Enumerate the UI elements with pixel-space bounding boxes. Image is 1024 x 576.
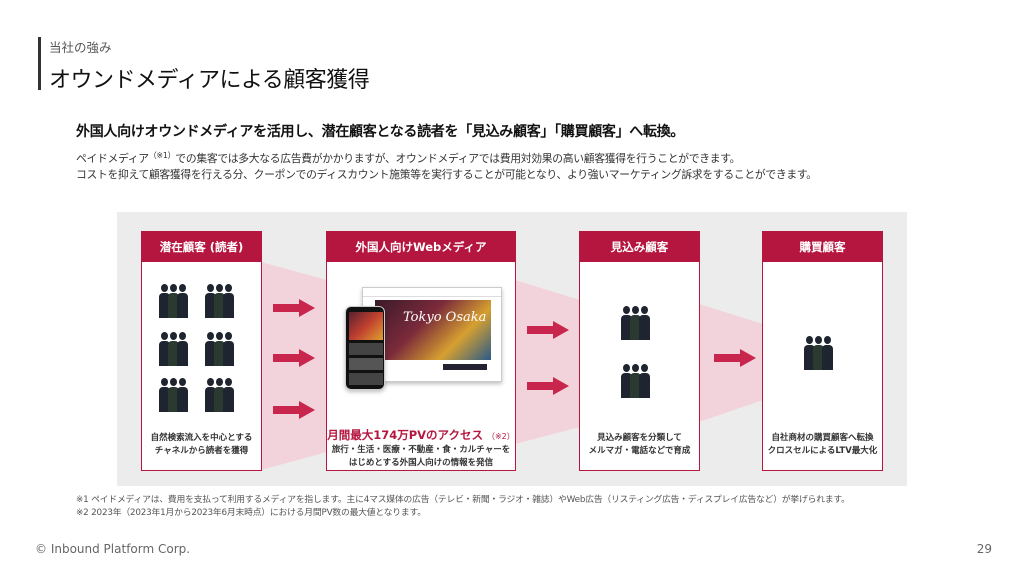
page-number: 29 [976,542,992,556]
title-accent-bar [38,37,41,90]
site-hero-title: Tokyo Osaka [403,310,487,325]
arrow-right-icon [273,401,315,419]
footnote-2: ※2 2023年（2023年1月から2023年6月末時点）における月間PV数の最… [76,508,426,518]
stage-description: 自社商材の購買顧客へ転換クロスセルによるLTV最大化 [767,433,878,456]
people-icon [159,284,188,318]
people-icon [205,284,234,318]
arrow-right-icon [527,321,569,339]
stage-title: 潜在顧客 (読者) [142,232,261,262]
stage-title: 見込み顧客 [580,232,699,262]
lead-headline: 外国人向けオウンドメディアを活用し、潜在顧客となる読者を「見込み顧客」「購買顧客… [76,124,685,140]
website-mobile-screenshot [345,306,385,390]
stage-purchasers: 購買顧客 自社商材の購買顧客へ転換クロスセルによるLTV最大化 [762,231,883,471]
arrow-right-icon [273,349,315,367]
stage-description: 見込み顧客を分類してメルマガ・電話などで育成 [588,433,691,456]
footnotes: ※1 ペイドメディアは、費用を支払って利用するメディアを指します。主に4マス媒体… [76,494,850,520]
stage-title: 外国人向けWebメディア [327,232,515,262]
copyright: © Inbound Platform Corp. [35,542,191,556]
people-icon [621,364,650,398]
stage-latent-customers: 潜在顧客 (読者) 自然検索流入を中心とするチャネルから読者を獲得 [141,231,262,471]
stage-title: 購買顧客 [763,232,882,262]
stage-prospects: 見込み顧客 見込み顧客を分類してメルマガ・電話などで育成 [579,231,700,471]
people-icon [159,378,188,412]
lead-line-2: コストを抑えて顧客獲得を行える分、クーポンでのディスカウント施策等を実行すること… [76,168,817,181]
people-icon [621,306,650,340]
footnote-1: ※1 ペイドメディアは、費用を支払って利用するメディアを指します。主に4マス媒体… [76,495,850,505]
page-title: オウンドメディアによる顧客獲得 [49,68,370,93]
monthly-pv-highlight: 月間最大174万PVのアクセス（※2） [327,428,515,442]
people-icon [205,332,234,366]
stage-description: 旅行・生活・医療・不動産・食・カルチャーをはじめとする外国人向けの情報を発信 [331,445,511,468]
people-icon [159,332,188,366]
arrow-right-icon [273,299,315,317]
people-icon [804,336,833,370]
funnel-diagram: 潜在顧客 (読者) 自然検索流入を中心とするチャネルから読者を獲得 外国人向けW… [117,212,907,486]
arrow-right-icon [714,349,756,367]
footnote-ref-1: （※1） [148,151,176,160]
stage-description: 自然検索流入を中心とするチャネルから読者を獲得 [150,433,253,456]
stage-web-media: 外国人向けWebメディア Tokyo Osaka 月間最大174万PVのアクセス… [326,231,516,471]
lead-body: ペイドメディア（※1）での集客では多大なる広告費がかかりますが、オウンドメディア… [76,148,817,183]
people-icon [205,378,234,412]
lead-line-1: ペイドメディア（※1）での集客では多大なる広告費がかかりますが、オウンドメディア… [76,151,741,165]
section-label: 当社の強み [49,40,112,55]
arrow-right-icon [527,377,569,395]
website-desktop-screenshot: Tokyo Osaka [362,287,502,382]
